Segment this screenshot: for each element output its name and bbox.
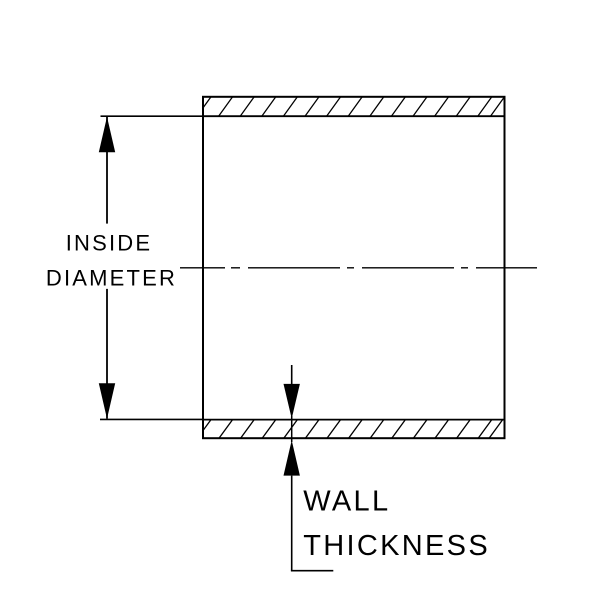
svg-text:THICKNESS: THICKNESS (303, 530, 490, 562)
svg-text:DIAMETER: DIAMETER (46, 265, 177, 290)
svg-text:INSIDE: INSIDE (66, 231, 153, 256)
svg-text:WALL: WALL (303, 486, 390, 518)
